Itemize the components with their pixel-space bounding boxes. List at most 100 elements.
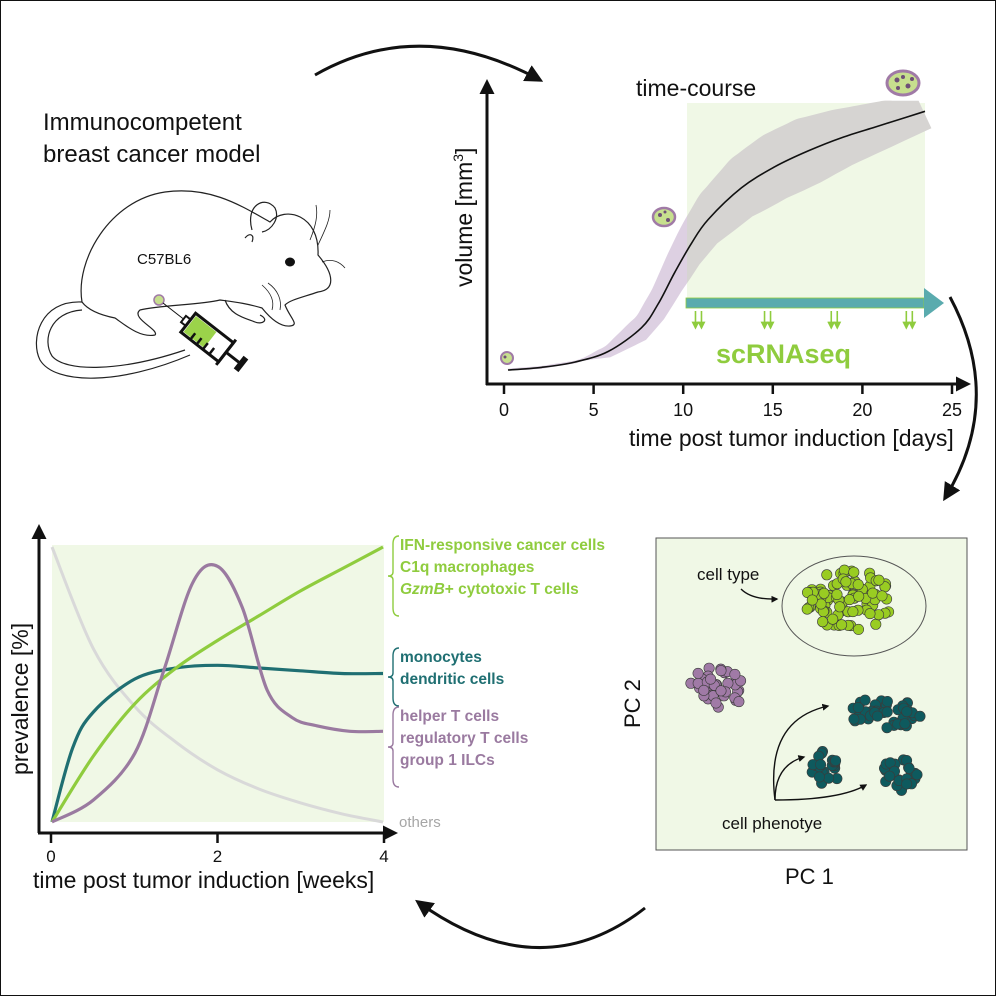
pca-point-green	[831, 588, 843, 600]
growth-tick-label: 0	[499, 400, 509, 420]
cell-type-pointer-arrow	[740, 588, 779, 603]
legend-brace-purple	[387, 706, 400, 788]
prevalence-x-ticks: 0 2 4	[46, 833, 389, 866]
strain-label: C57BL6	[137, 251, 191, 268]
tumor-small-icon	[153, 294, 165, 306]
pca-point-teal	[899, 718, 911, 730]
model-title-line2: breast cancer model	[43, 141, 260, 168]
pca-point-purple	[715, 665, 727, 677]
scrnaseq-label: scRNAseq	[716, 339, 851, 369]
pca-point-green	[843, 594, 855, 606]
pca-y-label: PC 2	[620, 679, 645, 728]
pca-point-green	[840, 576, 852, 588]
prevalence-line-others	[50, 546, 384, 824]
legend-brace-teal	[387, 647, 400, 707]
prevalence-line-purple	[51, 563, 384, 824]
prevalence-lines	[50, 545, 384, 824]
pca-point-teal	[859, 694, 871, 706]
pca-points	[685, 564, 926, 796]
pca-point-green	[818, 587, 830, 599]
prevalence-y-label: prevalence [%]	[7, 623, 33, 775]
band-sampling	[687, 100, 932, 284]
pca-point-purple	[692, 667, 704, 679]
legend-item-green: IFN-responsive cancer cells	[400, 537, 605, 554]
growth-y-label: volume [mm3]	[450, 148, 477, 287]
pca-point-purple	[705, 673, 717, 685]
legend-item-teal: dendritic cells	[400, 671, 504, 688]
pca-point-green	[836, 619, 848, 631]
legend-item-purple: regulatory T cells	[400, 730, 528, 747]
arrow-pca-to-prevalence	[415, 899, 646, 950]
panel-pca: cell type cell phenotye PC 1 PC 2	[620, 537, 968, 889]
scrnaseq-timeline-arrow	[685, 288, 944, 318]
mouse-eye-icon	[285, 257, 295, 267]
prevalence-line-green	[50, 545, 384, 823]
pca-point-green	[867, 587, 879, 599]
prevalence-tick-label: 2	[213, 847, 222, 866]
pca-point-green	[806, 594, 818, 606]
pca-point-green	[817, 616, 829, 628]
pca-point-teal	[911, 769, 923, 781]
panel-mouse-model: Immunocompetent breast cancer model C57B…	[35, 109, 346, 379]
pca-point-purple	[715, 685, 727, 697]
growth-tick-label: 10	[673, 400, 693, 420]
sampling-time-arrows	[691, 311, 917, 330]
pca-point-teal	[848, 713, 860, 725]
legend-brace-green	[387, 535, 400, 617]
prevalence-tick-label: 0	[46, 847, 55, 866]
pca-point-teal	[881, 722, 893, 734]
mouse-illustration	[35, 190, 346, 379]
legend-item-teal: monocytes	[400, 649, 482, 666]
legend-item-purple: helper T cells	[400, 708, 499, 725]
pca-point-teal	[881, 695, 893, 707]
pca-point-green	[801, 603, 813, 615]
pca-point-purple	[710, 697, 722, 709]
pca-point-green	[834, 601, 846, 613]
pca-point-green	[827, 613, 839, 625]
prevalence-tick-label: 4	[379, 847, 388, 866]
growth-mean-line	[507, 110, 926, 371]
prevalence-x-label: time post tumor induction [weeks]	[33, 867, 374, 893]
band-pre-sampling	[507, 216, 687, 370]
pca-point-teal	[901, 778, 913, 790]
pca-point-teal	[871, 710, 883, 722]
arrow-model-to-timecourse	[314, 44, 544, 82]
syringe-icon	[162, 302, 249, 373]
pca-point-green	[852, 623, 864, 635]
tumor-icon-day0	[500, 351, 514, 365]
arrow-timecourse-to-pca	[943, 296, 978, 502]
growth-confidence-band	[507, 100, 932, 370]
pca-point-green	[848, 566, 860, 578]
legend-item-green: GzmB+ cytotoxic T cells	[400, 581, 579, 598]
legend-item-purple: group 1 ILCs	[400, 752, 495, 769]
prevalence-bg-shade	[52, 545, 384, 822]
cell-phenotype-pointer-arrows	[772, 703, 868, 801]
growth-tick-label: 15	[763, 400, 783, 420]
pca-point-green	[870, 618, 882, 630]
cell-type-annotation: cell type	[697, 565, 759, 584]
pca-point-teal	[883, 770, 895, 782]
cell-phenotype-annotation: cell phenotye	[722, 814, 822, 833]
pca-point-teal	[901, 706, 913, 718]
pca-point-purple	[733, 696, 745, 708]
tumor-icon-day25	[885, 69, 921, 97]
growth-x-label: time post tumor induction [days]	[629, 425, 954, 451]
pca-point-green	[873, 574, 885, 586]
model-title-line1: Immunocompetent	[43, 109, 242, 136]
tumor-icon-day10	[651, 206, 677, 228]
pca-point-teal	[914, 710, 926, 722]
prevalence-line-teal	[50, 663, 384, 823]
growth-title: time-course	[636, 75, 756, 101]
pca-point-teal	[881, 706, 893, 718]
legend-item-green: C1q macrophages	[400, 559, 534, 576]
panel-prevalence: 0 2 4 prevalence [%] time post tumor induc…	[7, 524, 605, 893]
pca-point-teal	[852, 701, 864, 713]
pca-point-green	[853, 590, 865, 602]
growth-tick-label: 20	[852, 400, 872, 420]
pca-point-purple	[698, 684, 710, 696]
pca-point-green	[821, 569, 833, 581]
pca-x-label: PC 1	[785, 864, 834, 889]
